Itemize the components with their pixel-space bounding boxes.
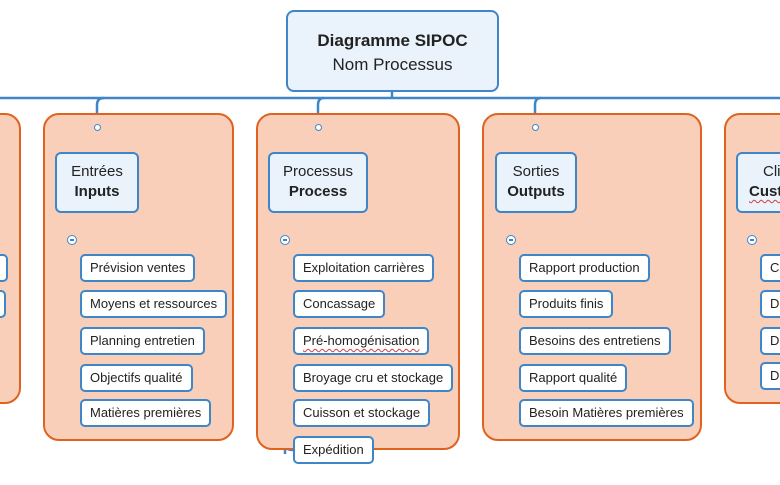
category-outputs[interactable]: Sorties Outputs: [495, 152, 577, 213]
process-item[interactable]: Expédition: [293, 436, 374, 464]
output-item[interactable]: Produits finis: [519, 290, 614, 318]
connector-dot: [93, 124, 101, 131]
connector-dot: [531, 124, 539, 131]
process-item[interactable]: Exploitation carrières: [293, 254, 435, 282]
category-process[interactable]: Processus Process: [268, 152, 368, 213]
category-label-fr: Cli: [763, 163, 780, 180]
customer-item[interactable]: Di: [760, 362, 780, 390]
customer-item[interactable]: Di: [760, 290, 780, 318]
supplier-item[interactable]: [0, 290, 6, 318]
customer-item[interactable]: Di: [760, 327, 780, 355]
category-label-en: Cust: [749, 183, 780, 200]
output-item[interactable]: Besoin Matières premières: [519, 399, 694, 427]
root-subtitle: Nom Processus: [332, 55, 453, 74]
connector-dot: [314, 124, 322, 131]
connector-inputs: [95, 96, 105, 152]
input-item[interactable]: Matières premières: [80, 399, 212, 427]
input-item[interactable]: Prévision ventes: [80, 254, 196, 282]
process-item[interactable]: Pré-homogénisation: [293, 327, 430, 355]
collapse-icon[interactable]: [506, 235, 516, 245]
supplier-item[interactable]: [0, 254, 8, 282]
collapse-icon[interactable]: [280, 235, 290, 245]
process-item[interactable]: Broyage cru et stockage: [293, 364, 454, 392]
output-item[interactable]: Rapport qualité: [519, 364, 628, 392]
output-item[interactable]: Rapport production: [519, 254, 650, 282]
process-item[interactable]: Cuisson et stockage: [293, 399, 431, 427]
collapse-icon[interactable]: [747, 235, 757, 245]
connector-process: [316, 96, 325, 152]
category-customers[interactable]: Cli Cust: [736, 152, 780, 213]
collapse-icon[interactable]: [67, 235, 77, 245]
process-item[interactable]: Concassage: [293, 290, 386, 318]
input-item[interactable]: Planning entretien: [80, 327, 205, 355]
input-item[interactable]: Moyens et ressources: [80, 290, 228, 318]
category-label-fr: Sorties: [512, 163, 560, 180]
input-item[interactable]: Objectifs qualité: [80, 364, 193, 392]
root-title: Diagramme SIPOC: [317, 31, 468, 50]
category-label-fr: Entrées: [71, 163, 123, 180]
connector-outputs: [533, 96, 542, 152]
category-label-en: Inputs: [74, 183, 120, 200]
customer-item[interactable]: Cl: [760, 254, 780, 282]
category-label-en: Process: [288, 183, 348, 200]
group-suppliers: [0, 113, 21, 404]
output-item[interactable]: Besoins des entretiens: [519, 327, 671, 355]
category-label-fr: Processus: [282, 163, 354, 180]
category-inputs[interactable]: Entrées Inputs: [55, 152, 139, 213]
root-node[interactable]: Diagramme SIPOC Nom Processus: [286, 10, 499, 92]
category-label-en: Outputs: [507, 183, 565, 200]
